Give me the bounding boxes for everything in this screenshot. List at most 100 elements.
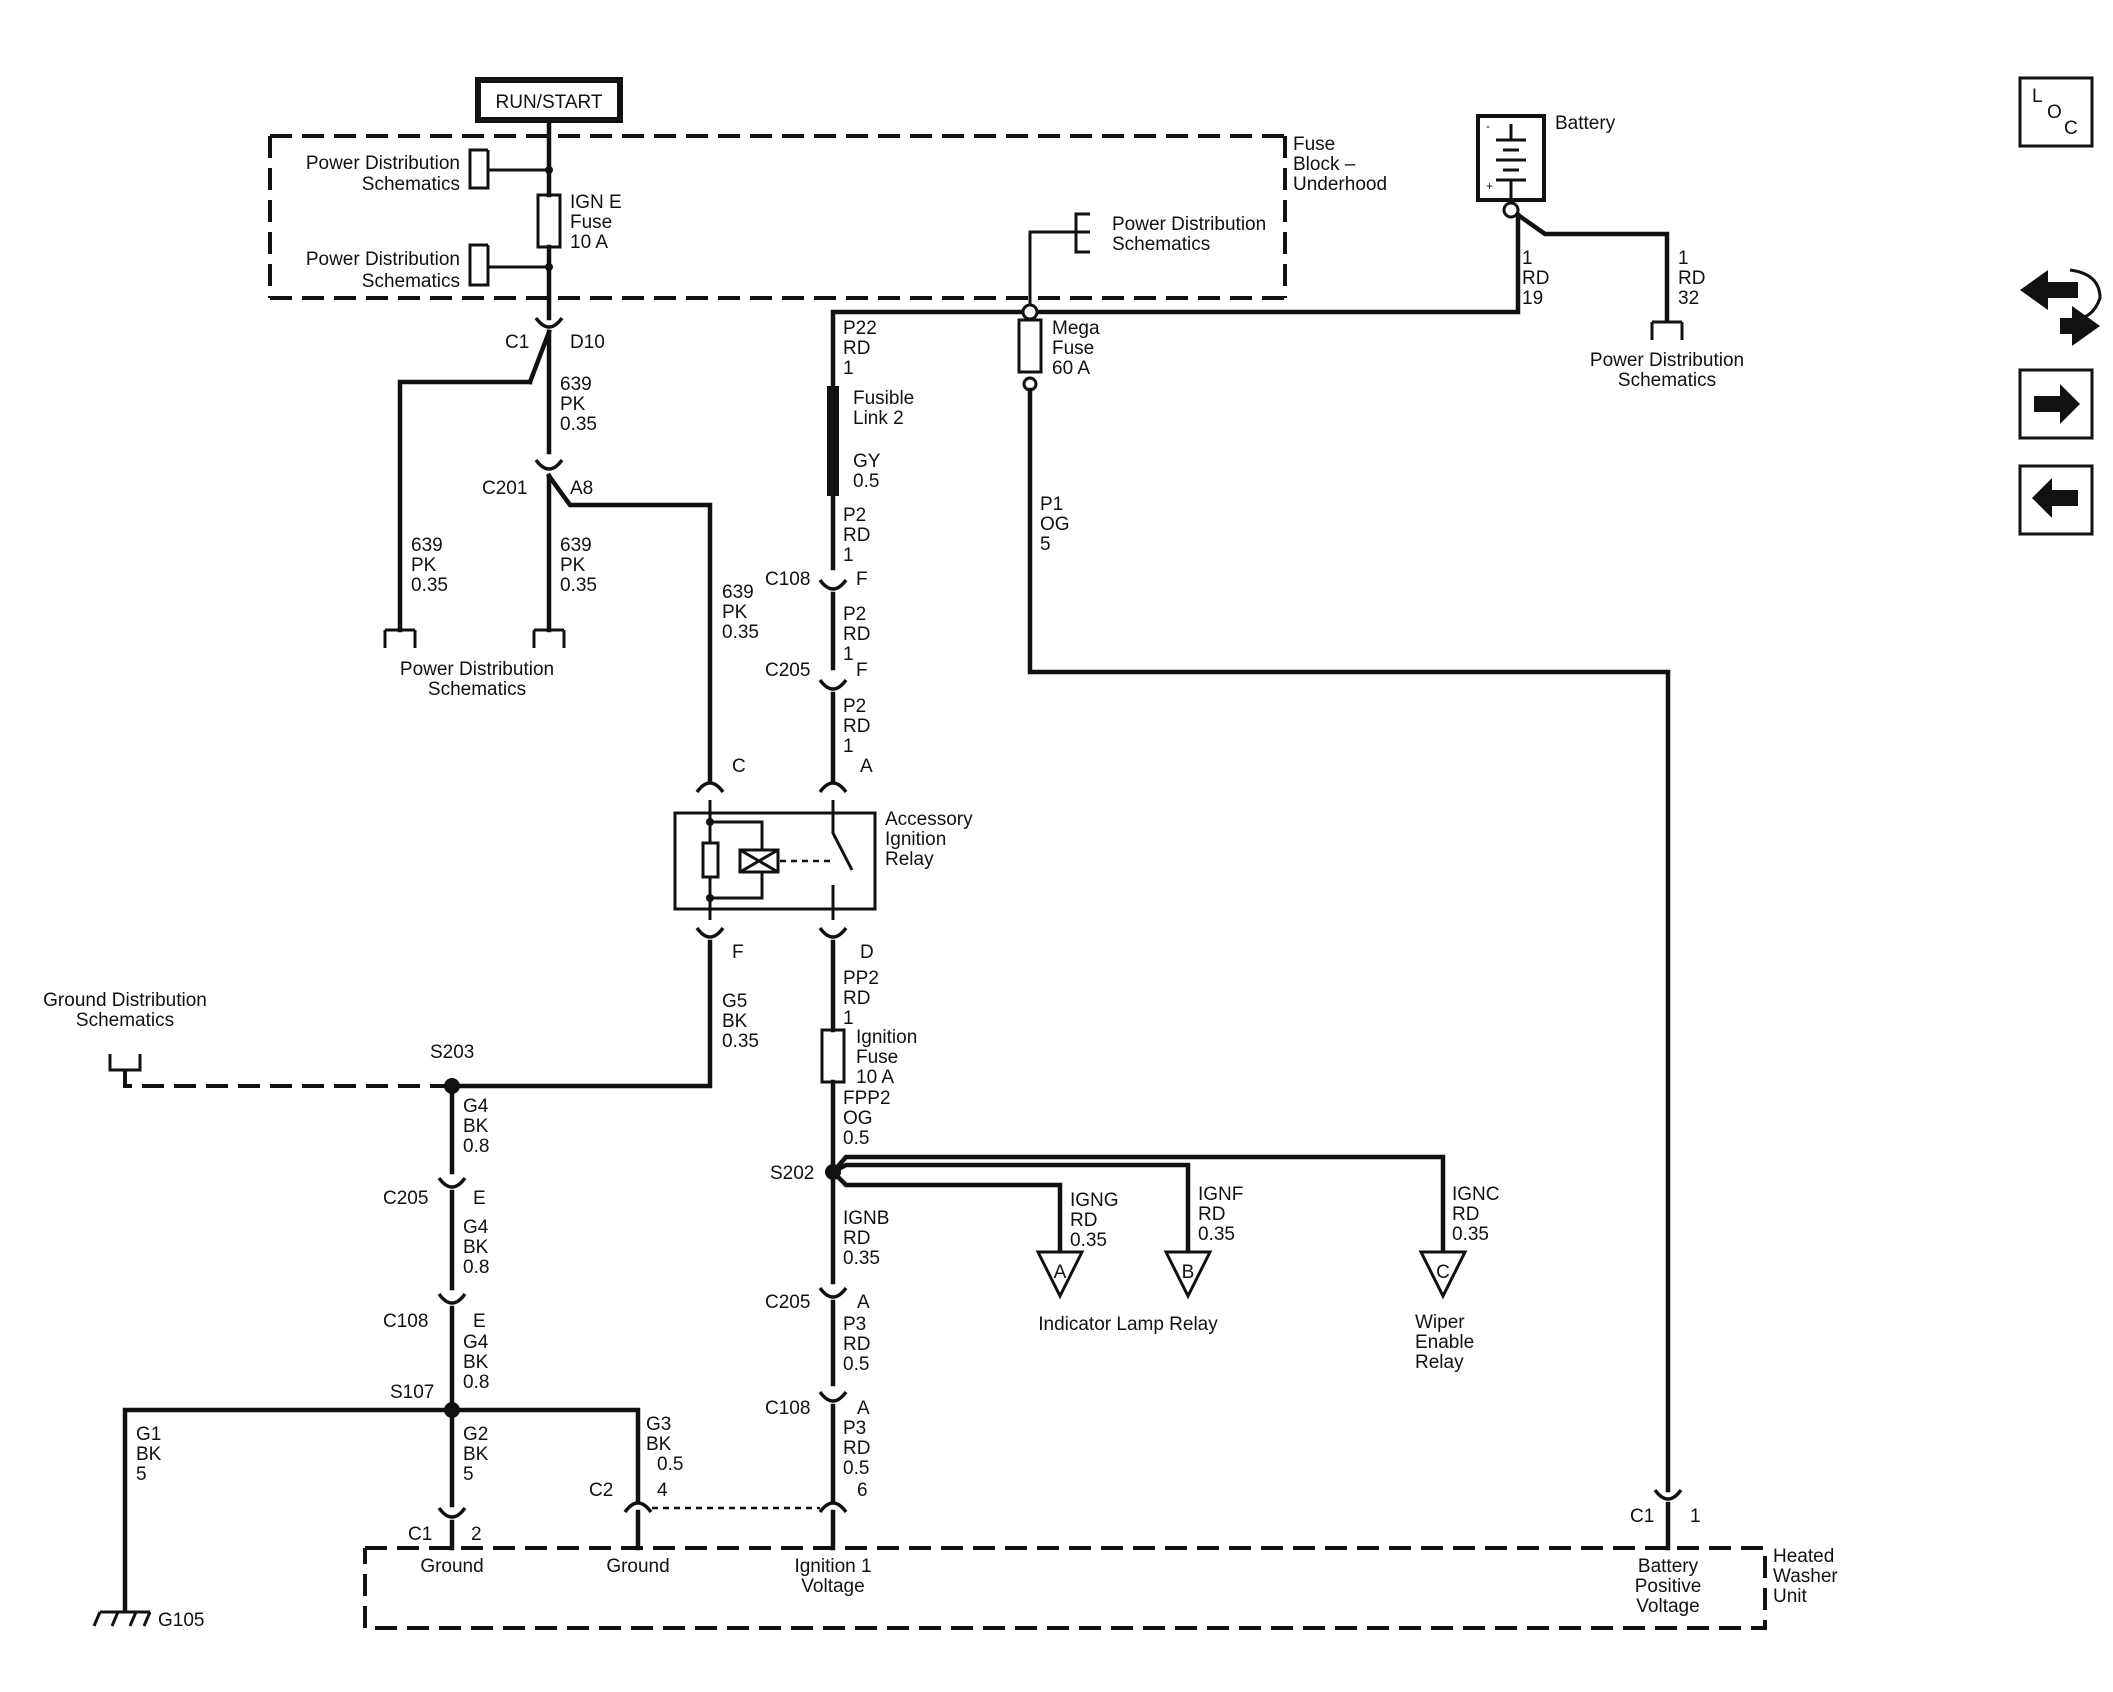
- svg-text:RD: RD: [1678, 268, 1705, 289]
- svg-text:C108: C108: [765, 1398, 810, 1419]
- svg-text:5: 5: [1040, 534, 1051, 555]
- svg-text:IGNG: IGNG: [1070, 1190, 1119, 1211]
- svg-text:19: 19: [1522, 288, 1543, 309]
- svg-text:6: 6: [857, 1480, 868, 1501]
- svg-text:0.35: 0.35: [560, 575, 597, 596]
- svg-text:G2: G2: [463, 1424, 488, 1445]
- svg-text:0.35: 0.35: [560, 414, 597, 435]
- arrow-left-icon: [2032, 478, 2078, 518]
- label-d10: D10: [570, 332, 605, 353]
- svg-text:F: F: [732, 942, 744, 963]
- svg-text:639: 639: [722, 582, 754, 603]
- connector-c108-f-icon: [818, 578, 848, 591]
- fuse-block-label-1: Fuse: [1293, 134, 1335, 155]
- svg-text:G1: G1: [136, 1424, 161, 1445]
- svg-text:A: A: [1054, 1262, 1067, 1283]
- accessory-ignition-relay-icon: [673, 800, 877, 920]
- terminal-a-icon: A: [1035, 1250, 1085, 1300]
- pd-label-2b: Schematics: [362, 271, 460, 292]
- gd-label-2: Schematics: [76, 1010, 174, 1031]
- component-view-icon[interactable]: [2020, 268, 2102, 346]
- run-start-label: RUN/START: [475, 77, 623, 123]
- svg-text:C205: C205: [765, 1292, 810, 1313]
- svg-text:S203: S203: [430, 1042, 474, 1063]
- svg-text:+: +: [1486, 179, 1493, 193]
- svg-text:C: C: [2064, 118, 2078, 139]
- svg-text:0.35: 0.35: [1452, 1224, 1489, 1245]
- svg-text:GY: GY: [853, 451, 881, 472]
- svg-text:1: 1: [843, 644, 854, 665]
- svg-text:A: A: [860, 756, 873, 777]
- svg-text:Ignition: Ignition: [885, 829, 946, 850]
- svg-text:0.35: 0.35: [1198, 1224, 1235, 1245]
- svg-text:Relay: Relay: [885, 849, 934, 870]
- svg-text:E: E: [473, 1188, 486, 1209]
- svg-text:0.5: 0.5: [843, 1128, 869, 1149]
- pd-label-4a: Power Distribution: [1112, 214, 1266, 235]
- ign-e-circuit: Power Distribution Schematics Power Dist…: [306, 119, 622, 321]
- svg-text:IGNC: IGNC: [1452, 1184, 1500, 1205]
- svg-text:PK: PK: [411, 555, 437, 576]
- pd-label-5a: Power Distribution: [1590, 350, 1744, 371]
- svg-text:G3: G3: [646, 1414, 671, 1435]
- label-a8: A8: [570, 478, 593, 499]
- svg-text:S107: S107: [390, 1382, 434, 1403]
- svg-text:RD: RD: [843, 338, 870, 359]
- svg-text:OG: OG: [1040, 514, 1070, 535]
- svg-text:0.5: 0.5: [843, 1458, 869, 1479]
- location-button[interactable]: L O C: [2018, 76, 2094, 148]
- ign-e-fuse-label-1: IGN E: [570, 192, 622, 213]
- svg-text:C205: C205: [383, 1188, 428, 1209]
- svg-text:Washer: Washer: [1773, 1566, 1838, 1587]
- svg-text:Relay: Relay: [1415, 1352, 1464, 1373]
- terminal-b-icon: B: [1163, 1250, 1213, 1300]
- relay-pin-c-icon: [695, 781, 725, 794]
- mega-fuse-icon: [1017, 318, 1043, 374]
- unit-pin-ground-1: Ground: [420, 1556, 483, 1577]
- connector-c205-e-icon: [437, 1176, 467, 1189]
- connector-c108-e-icon: [437, 1292, 467, 1305]
- svg-text:RD: RD: [1070, 1210, 1097, 1231]
- svg-text:C205: C205: [765, 660, 810, 681]
- fusible-link-icon: [827, 386, 839, 496]
- previous-page-button[interactable]: [2018, 464, 2094, 536]
- svg-text:1: 1: [843, 736, 854, 757]
- svg-text:PK: PK: [560, 555, 586, 576]
- svg-text:A: A: [857, 1292, 870, 1313]
- relay-pin-f-icon: [695, 926, 725, 939]
- svg-text:P2: P2: [843, 505, 866, 526]
- svg-text:Wiper: Wiper: [1415, 1312, 1465, 1333]
- svg-text:0.35: 0.35: [722, 1031, 759, 1052]
- fuse-block-underhood: Fuse Block – Underhood: [268, 134, 1387, 300]
- svg-text:-: -: [1486, 119, 1490, 133]
- svg-text:C2: C2: [589, 1480, 613, 1501]
- svg-text:C1: C1: [408, 1524, 432, 1545]
- svg-text:639: 639: [560, 535, 592, 556]
- svg-text:G5: G5: [722, 991, 747, 1012]
- terminal-c-icon: C: [1418, 1250, 1468, 1300]
- label-c1-top: C1: [505, 332, 529, 353]
- unit-pin-battery-positive: Battery: [1638, 1556, 1699, 1577]
- relay-pin-d-icon: [818, 926, 848, 939]
- svg-text:BK: BK: [646, 1434, 672, 1455]
- indicator-lamp-relay-label: Indicator Lamp Relay: [1038, 1314, 1218, 1335]
- svg-text:RD: RD: [843, 624, 870, 645]
- svg-text:S202: S202: [770, 1163, 814, 1184]
- unit-pin-ignition-1: Ignition 1: [794, 1556, 871, 1577]
- svg-text:C108: C108: [765, 569, 810, 590]
- fuse-block-label-3: Underhood: [1293, 174, 1387, 195]
- svg-text:C: C: [1436, 1262, 1450, 1283]
- svg-text:0.35: 0.35: [1070, 1230, 1107, 1251]
- svg-text:Link 2: Link 2: [853, 408, 904, 429]
- svg-text:G4: G4: [463, 1332, 489, 1353]
- svg-text:5: 5: [136, 1464, 147, 1485]
- svg-text:1: 1: [843, 358, 854, 379]
- svg-text:0.35: 0.35: [843, 1248, 880, 1269]
- connector-c205-f-icon: [818, 678, 848, 691]
- svg-text:IGNF: IGNF: [1198, 1184, 1243, 1205]
- svg-text:C1: C1: [1630, 1506, 1654, 1527]
- next-page-button[interactable]: [2018, 368, 2094, 440]
- svg-text:1: 1: [843, 1008, 854, 1029]
- svg-text:IGNB: IGNB: [843, 1208, 889, 1229]
- heated-washer-unit: Heated Washer Unit Ground Ground Ignitio…: [363, 1546, 1838, 1630]
